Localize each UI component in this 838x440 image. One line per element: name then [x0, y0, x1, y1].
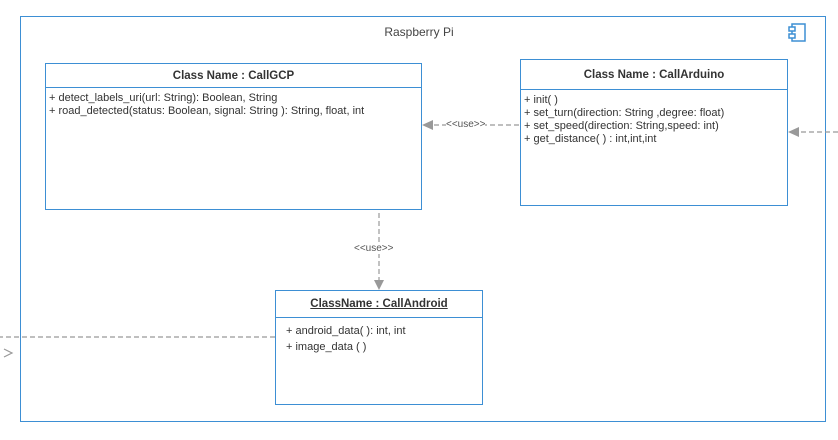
method-item: + android_data( ): int, int — [286, 325, 406, 337]
frame-title: Raspberry Pi — [384, 25, 454, 39]
method-item: + road_detected(status: Boolean, signal:… — [49, 105, 365, 117]
class-callandroid[interactable]: ClassName : CallAndroid + android_data( … — [275, 290, 483, 405]
class-callgcp[interactable]: Class Name : CallGCP + detect_labels_uri… — [45, 63, 422, 210]
class-name: ClassName : CallAndroid — [276, 291, 482, 318]
class-name: Class Name : CallArduino — [521, 60, 787, 90]
use-label-gcp-android: <<use>> — [354, 243, 394, 254]
method-list: + init( ) + set_turn(direction: String ,… — [521, 90, 787, 146]
class-callarduino[interactable]: Class Name : CallArduino + init( ) + set… — [520, 59, 788, 206]
method-list: + android_data( ): int, int + image_data… — [276, 318, 482, 355]
method-item: + image_data ( ) — [286, 341, 367, 353]
component-icon — [788, 23, 806, 42]
raspberry-pi-frame — [20, 16, 826, 422]
outgoing-left-arrowhead — [3, 348, 14, 358]
use-label-arduino-gcp: <<use>> — [446, 119, 486, 130]
class-name: Class Name : CallGCP — [46, 64, 421, 88]
method-item: + init( ) — [524, 94, 558, 106]
method-item: + set_turn(direction: String ,degree: fl… — [524, 107, 725, 119]
method-item: + get_distance( ) : int,int,int — [524, 133, 657, 145]
method-item: + detect_labels_uri(url: String): Boolea… — [49, 92, 278, 104]
incoming-right-arrowhead — [788, 127, 799, 137]
method-item: + set_speed(direction: String,speed: int… — [524, 120, 719, 132]
method-list: + detect_labels_uri(url: String): Boolea… — [46, 88, 421, 118]
use-arrowhead-gcp — [422, 120, 433, 130]
use-arrowhead-android — [374, 280, 384, 290]
